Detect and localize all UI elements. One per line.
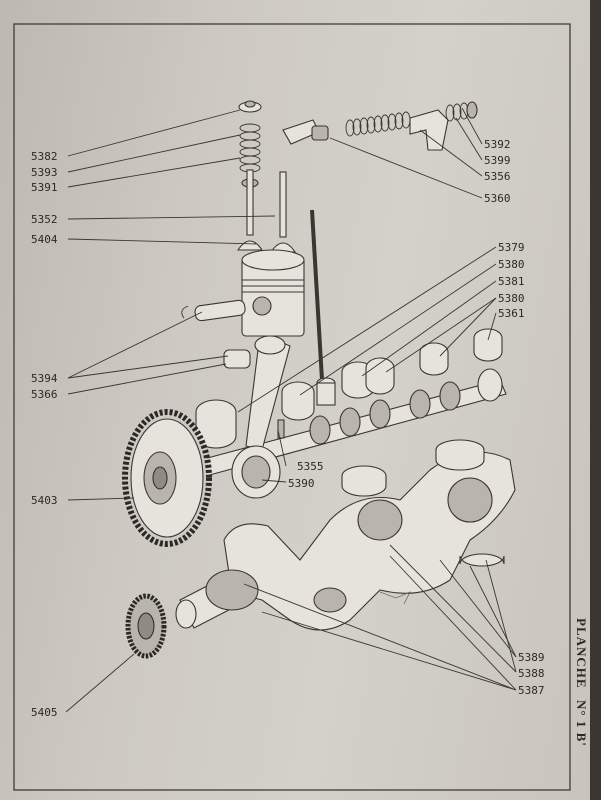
timing-gear-part [122,409,212,547]
crankshaft-part [175,439,516,631]
callout-5405: 5405 [31,706,58,719]
callout-5381: 5381 [498,275,525,288]
piston-part [241,249,305,337]
callout-5352: 5352 [31,213,58,226]
callout-5389: 5389 [518,651,545,664]
callout-5380-upper: 5380 [498,258,525,271]
callout-5391: 5391 [31,181,58,194]
connecting-rod-part [231,335,291,499]
callout-5390: 5390 [288,477,315,490]
callout-5382: 5382 [31,150,58,163]
callout-5361: 5361 [498,307,525,320]
crank-gear-part [125,593,167,659]
bush-part [223,349,251,369]
page-border [13,23,571,791]
callout-5404: 5404 [31,233,58,246]
plate-title: PLANCHE [574,618,589,689]
callout-5394: 5394 [31,372,58,385]
callout-5388: 5388 [518,667,545,680]
push-rod-part [310,209,324,381]
plate-number: N° 1 B' [574,700,589,747]
camshaft-bearings-part [195,328,503,449]
rocker-shaft-part [282,101,478,151]
callout-5360: 5360 [484,192,511,205]
callout-5356: 5356 [484,170,511,183]
callout-5399: 5399 [484,154,511,167]
valves-part [236,169,297,253]
valve-spring-part [239,123,261,173]
callout-5366: 5366 [31,388,58,401]
callout-5392: 5392 [484,138,511,151]
callout-5380-lower: 5380 [498,292,525,305]
leader-lines [65,107,517,713]
callout-5355: 5355 [297,460,324,473]
callout-5393: 5393 [31,166,58,179]
page-edge [590,0,601,800]
camshaft-part [199,368,507,477]
callout-5403: 5403 [31,494,58,507]
valve-cap-part [238,100,262,113]
callout-5379: 5379 [498,241,525,254]
piston-pin-part [181,299,246,322]
callout-5387: 5387 [518,684,545,697]
